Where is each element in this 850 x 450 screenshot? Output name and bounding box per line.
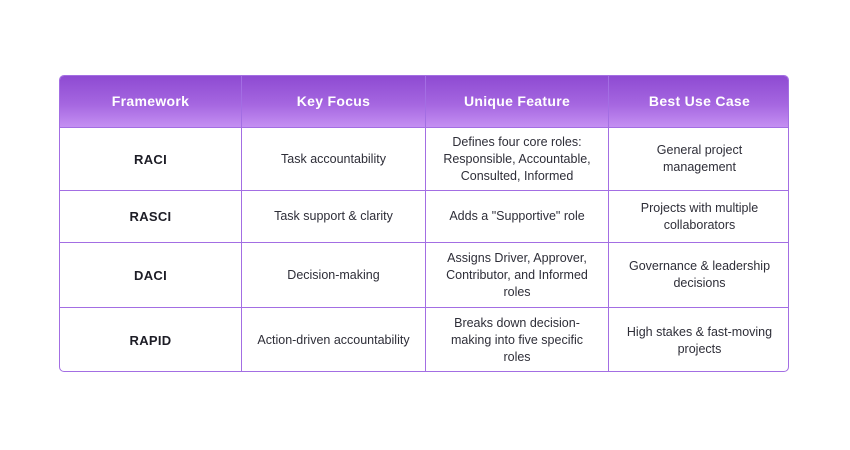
best-use-case-cell: General project management bbox=[609, 128, 788, 191]
column-header-best-use-case: Best Use Case bbox=[609, 76, 788, 128]
key-focus-cell: Task accountability bbox=[242, 128, 426, 191]
column-header-unique-feature: Unique Feature bbox=[426, 76, 609, 128]
key-focus-cell: Action-driven accountability bbox=[242, 308, 426, 371]
best-use-case-cell: Projects with multiple collaborators bbox=[609, 191, 788, 243]
best-use-case-cell: Governance & leadership decisions bbox=[609, 243, 788, 308]
key-focus-cell: Task support & clarity bbox=[242, 191, 426, 243]
unique-feature-cell: Adds a "Supportive" role bbox=[426, 191, 609, 243]
framework-name-cell: RAPID bbox=[60, 308, 242, 371]
unique-feature-cell: Breaks down decision-making into five sp… bbox=[426, 308, 609, 371]
best-use-case-cell: High stakes & fast-moving projects bbox=[626, 324, 773, 356]
column-header-framework: Framework bbox=[60, 76, 242, 128]
unique-feature-cell: Assigns Driver, Approver, Contributor, a… bbox=[426, 243, 609, 308]
framework-name-cell: DACI bbox=[60, 243, 242, 308]
key-focus-cell: Decision-making bbox=[242, 243, 426, 308]
framework-name-cell: RACI bbox=[60, 128, 242, 191]
framework-name-cell: RASCI bbox=[60, 191, 242, 243]
framework-comparison-table: Framework Key Focus Unique Feature Best … bbox=[59, 75, 789, 372]
column-header-key-focus: Key Focus bbox=[242, 76, 426, 128]
unique-feature-cell: Defines four core roles: Responsible, Ac… bbox=[426, 128, 609, 191]
